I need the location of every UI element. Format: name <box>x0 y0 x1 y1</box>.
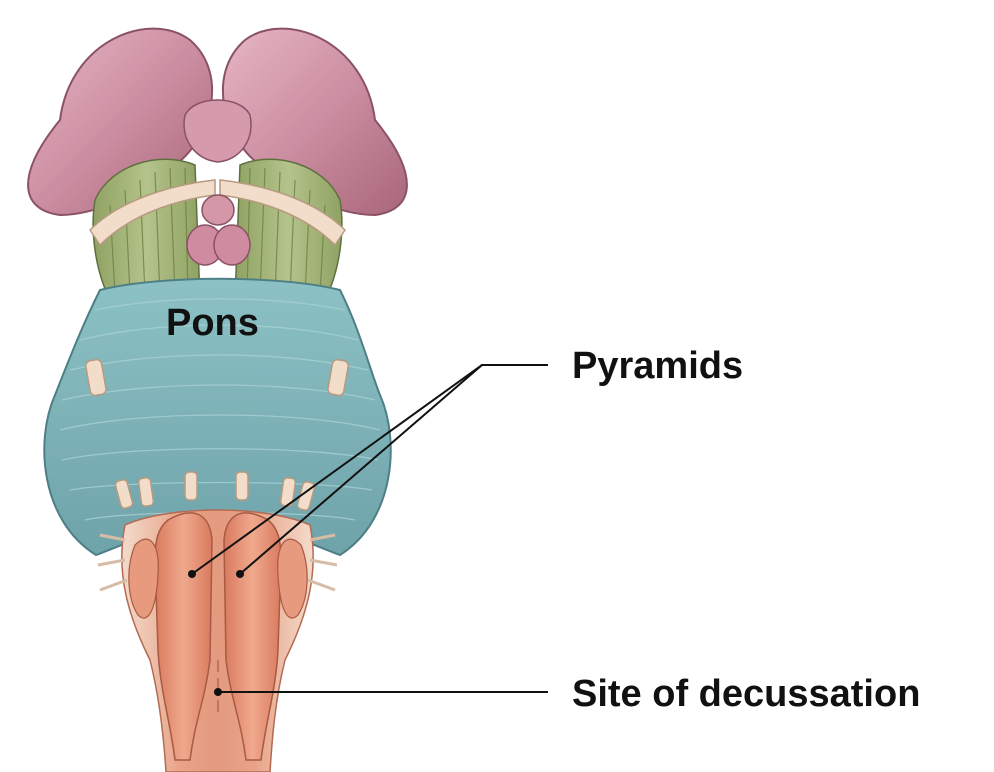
pyramids-label: Pyramids <box>572 345 743 387</box>
optic-chiasm-area <box>184 100 251 162</box>
right-olive <box>278 539 307 618</box>
decussation-label: Site of decussation <box>572 673 920 715</box>
medulla-oblongata <box>98 510 337 772</box>
decussation-dot <box>214 688 222 696</box>
pyramid-dot-left <box>188 570 196 578</box>
pyramid-dot-right <box>236 570 244 578</box>
left-olive <box>129 539 158 618</box>
pons-label: Pons <box>166 302 259 344</box>
cerebral-hemispheres <box>28 29 407 215</box>
